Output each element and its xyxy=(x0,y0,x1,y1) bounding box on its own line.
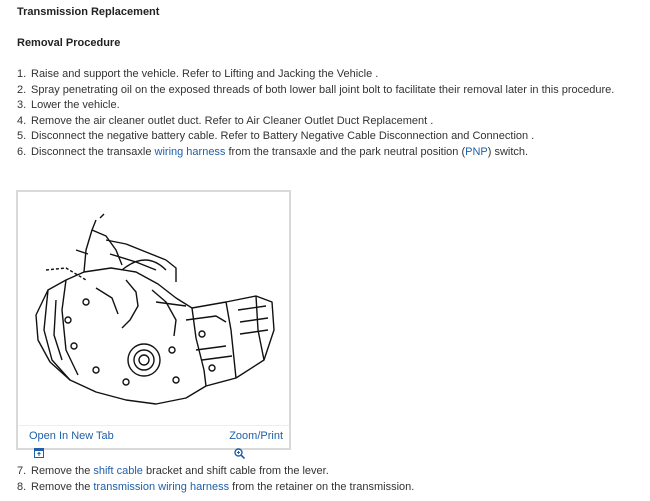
section-title: Removal Procedure xyxy=(17,37,121,49)
step-item: 3.Lower the vehicle. xyxy=(17,99,120,112)
open-in-new-tab-button[interactable]: Open In New Tab xyxy=(26,430,114,458)
step-item: 8.Remove the transmission wiring harness… xyxy=(17,480,415,493)
step-item: 5.Disconnect the negative battery cable.… xyxy=(17,130,535,143)
step-item: 6.Disconnect the transaxle wiring harnes… xyxy=(17,145,529,158)
step-item: 1.Raise and support the vehicle. Refer t… xyxy=(17,68,379,80)
figure-footer: Open In New Tab Zoom/Print xyxy=(18,425,289,459)
shift-cable-link[interactable]: shift cable xyxy=(93,465,143,477)
open-in-new-tab-label: Open In New Tab xyxy=(29,430,114,442)
transaxle-illustration xyxy=(35,213,275,405)
step-item: 4.Remove the air cleaner outlet duct. Re… xyxy=(17,114,434,127)
transmission-wiring-harness-link[interactable]: transmission wiring harness xyxy=(93,480,230,493)
step-item: 2.Spray penetrating oil on the exposed t… xyxy=(17,83,615,96)
pnp-link[interactable]: PNP xyxy=(465,145,488,158)
zoom-print-button[interactable]: Zoom/Print xyxy=(226,430,283,459)
step-item: 7.Remove the shift cable bracket and shi… xyxy=(17,465,329,477)
transaxle-figure: Open In New Tab Zoom/Print xyxy=(16,190,291,459)
wiring-harness-link[interactable]: wiring harness xyxy=(154,145,226,158)
procedure-steps: 1.Raise and support the vehicle. Refer t… xyxy=(17,67,614,161)
procedure-steps-continued: 7.Remove the shift cable bracket and shi… xyxy=(17,464,414,495)
zoom-print-label: Zoom/Print xyxy=(229,430,283,442)
page-title: Transmission Replacement xyxy=(17,6,160,18)
